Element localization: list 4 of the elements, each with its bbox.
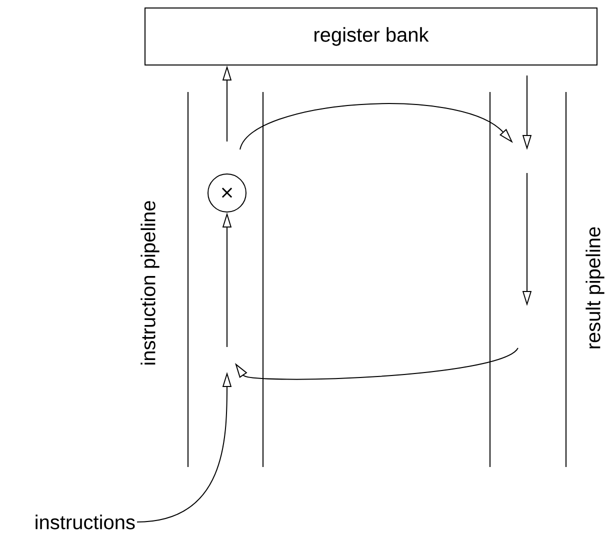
pipeline-label: result pipeline xyxy=(586,227,604,348)
input-label: instructions xyxy=(36,514,135,530)
pipeline-label: instruction pipeline xyxy=(140,201,160,364)
process-box: register bank xyxy=(144,8,598,66)
